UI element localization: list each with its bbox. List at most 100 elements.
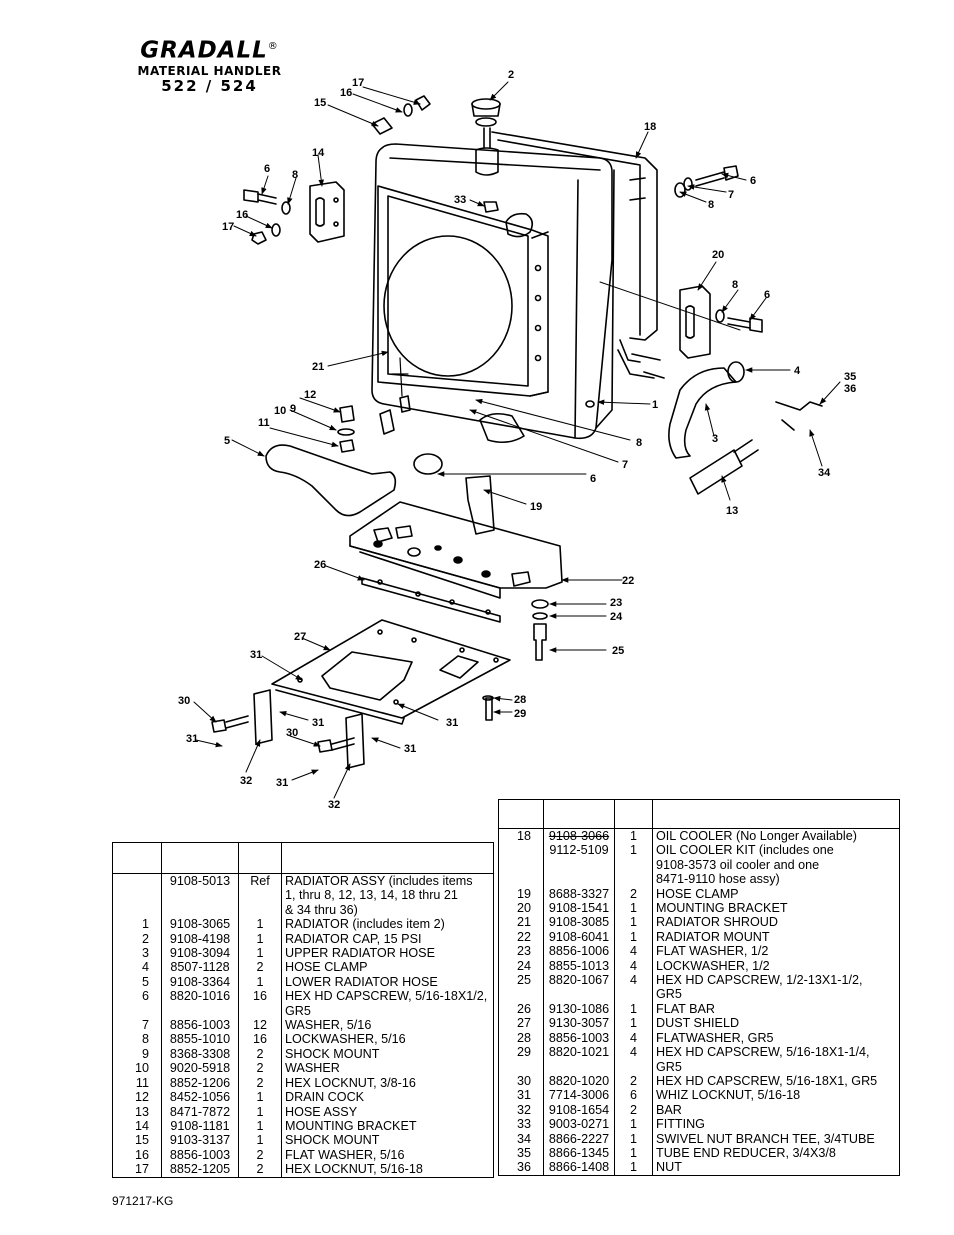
callout-31f: 31 (276, 777, 288, 789)
part-number: 8820-1016 (161, 989, 239, 1004)
quantity: 2 (614, 1073, 653, 1089)
description: NUT (656, 1160, 682, 1175)
upper-radiator-hose (668, 361, 745, 459)
description: MOUNTING BRACKET (285, 1118, 417, 1133)
item-number: 14 (112, 1118, 162, 1134)
quantity: 1 (614, 843, 653, 858)
item-number: 16 (112, 1147, 162, 1163)
part-number: 8852-1206 (161, 1075, 239, 1091)
description: HEX HD CAPSCREW, 5/16-18X1, GR5 (656, 1073, 878, 1088)
item-number: 28 (498, 1030, 544, 1046)
callout-6b: 6 (750, 175, 756, 187)
item-number: 31 (498, 1088, 544, 1103)
part-number: 9108-1654 (543, 1102, 615, 1118)
callout-4: 4 (794, 365, 801, 377)
description: HOSE CLAMP (285, 960, 368, 975)
quantity: 1 (614, 1117, 653, 1132)
item-number: 4 (112, 960, 162, 975)
part-number (543, 1059, 615, 1074)
radiator-cap-assembly (471, 98, 501, 176)
description: RADIATOR (includes item 2) (285, 917, 445, 932)
item-number: 21 (498, 915, 544, 930)
quantity: 1 (614, 1001, 653, 1017)
part-number: 8507-1128 (161, 960, 239, 975)
part-number: 8688-3327 (543, 886, 615, 902)
description: WHIZ LOCKNUT, 5/16-18 (656, 1088, 801, 1103)
callout-3: 3 (712, 433, 718, 445)
item-number: 35 (498, 1145, 544, 1161)
part-number: 8856-1003 (161, 1018, 239, 1033)
part-number: 9003-0271 (543, 1117, 615, 1132)
part-number: 9108-3085 (543, 915, 615, 930)
callout-6c: 6 (764, 289, 770, 301)
callout-6: 6 (264, 163, 270, 175)
callout-5: 5 (224, 435, 230, 447)
radiator-core (371, 143, 615, 440)
part-number (543, 872, 615, 887)
radiator-shroud (377, 185, 549, 397)
item-number: 34 (498, 1131, 544, 1146)
table-row: 9108-3573 oil cooler and one (498, 857, 900, 873)
callout-31d: 31 (186, 733, 198, 745)
callout-27: 27 (294, 631, 306, 643)
item-number: 8 (112, 1032, 162, 1047)
item-number: 22 (498, 929, 544, 945)
item-number: 24 (498, 958, 544, 974)
callout-31c: 31 (446, 717, 458, 729)
callout-34: 34 (818, 467, 831, 479)
part-number (543, 857, 615, 873)
callout-17b: 17 (222, 221, 234, 233)
part-number: 9108-3094 (161, 946, 239, 961)
description: LOCKWASHER, 1/2 (656, 958, 770, 973)
description: DUST SHIELD (656, 1016, 740, 1031)
item-number: 18 (498, 828, 544, 844)
callout-25: 25 (612, 645, 624, 657)
item-number: 32 (498, 1102, 544, 1118)
dust-shield (271, 619, 511, 725)
description: WASHER (285, 1061, 340, 1076)
description: SHOCK MOUNT (285, 1133, 380, 1148)
item-number (498, 857, 544, 873)
part-number: 8856-1003 (161, 1147, 239, 1163)
item-number: 11 (112, 1075, 162, 1091)
description: WASHER, 5/16 (285, 1018, 372, 1033)
callout-19: 19 (530, 501, 542, 513)
callout-30b: 30 (286, 727, 298, 739)
callout-31e: 31 (404, 743, 416, 755)
brand-logo: GRADALL® (140, 37, 279, 64)
callout-12: 12 (304, 389, 316, 401)
callout-2: 2 (508, 69, 514, 81)
hardware-right (599, 165, 763, 333)
product-subtitle: MATERIAL HANDLER (137, 63, 282, 78)
item-number: 25 (498, 973, 544, 988)
hose-clamp-bracket (465, 475, 495, 535)
part-number: 9108-6041 (543, 929, 615, 945)
callout-8b: 8 (708, 199, 714, 211)
description: RADIATOR MOUNT (656, 929, 770, 944)
quantity: 4 (614, 944, 653, 959)
mounting-bracket-left (309, 181, 345, 243)
item-number: 5 (112, 974, 162, 990)
quantity: 1 (238, 1090, 282, 1105)
fitting (505, 212, 534, 238)
mount-hardware (531, 599, 549, 661)
description: SWIVEL NUT BRANCH TEE, 3/4TUBE (656, 1131, 875, 1146)
radiator-mount (349, 501, 563, 599)
table-row: 8471-9110 hose assy) (498, 872, 900, 887)
description: FITTING (656, 1117, 705, 1132)
callout-1: 1 (652, 399, 658, 411)
exploded-parts-diagram: 2 17 16 15 18 14 6 8 16 17 33 6 7 8 20 8… (178, 69, 856, 811)
part-number (161, 888, 239, 903)
